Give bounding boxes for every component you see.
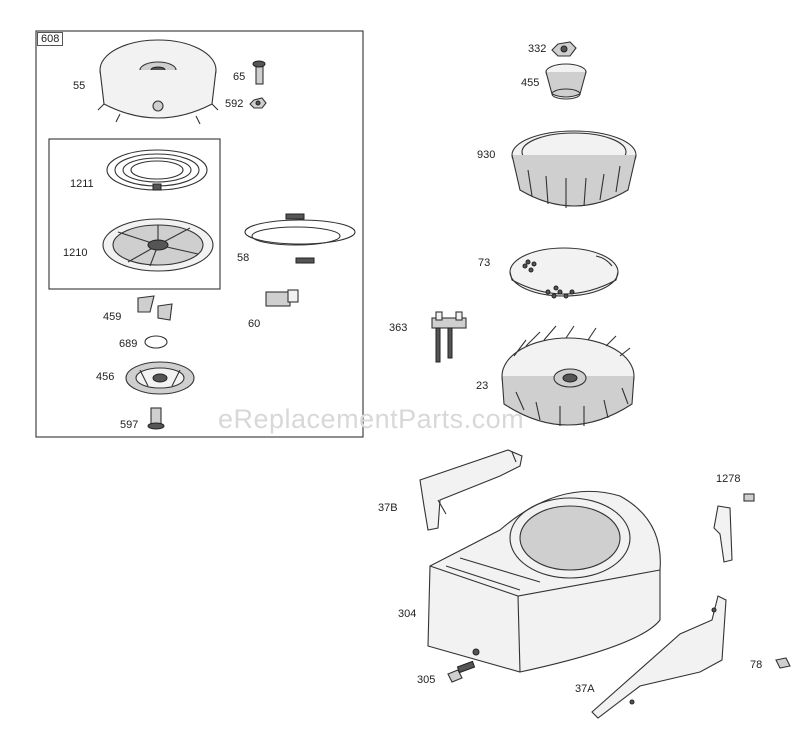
nut-592-drawing xyxy=(249,97,267,109)
cup-455-drawing xyxy=(545,63,587,100)
rope-handle-drawing xyxy=(265,289,299,307)
watermark: eReplacementParts.com xyxy=(218,404,525,434)
part-label-58: 58 xyxy=(237,252,250,264)
group-608-frame xyxy=(35,30,364,438)
nut-332-drawing xyxy=(551,41,577,57)
part-label-592: 592 xyxy=(225,98,244,110)
part-label-1210: 1210 xyxy=(63,247,88,259)
dog-459-drawing xyxy=(137,295,173,321)
starter-housing-drawing xyxy=(97,39,219,125)
part-label-304: 304 xyxy=(398,608,417,620)
part-label-1278: 1278 xyxy=(716,473,741,485)
part-label-23: 23 xyxy=(476,380,489,392)
retainer-689-drawing xyxy=(144,335,168,349)
part-label-65: 65 xyxy=(233,71,246,83)
blower-housing-drawing xyxy=(427,490,661,673)
rewind-spring-drawing xyxy=(106,149,208,191)
baffle-37B-drawing xyxy=(419,449,523,531)
bolt-65-drawing xyxy=(252,60,266,85)
screw-305-drawing xyxy=(447,660,476,683)
part-label-73: 73 xyxy=(478,257,491,269)
baffle-37A-drawing xyxy=(591,595,727,719)
flywheel-drawing xyxy=(501,325,635,426)
terminal-363-drawing xyxy=(431,311,467,363)
ratchet-456-drawing xyxy=(125,361,195,395)
part-label-37B: 37B xyxy=(378,502,398,514)
part-label-78: 78 xyxy=(750,659,763,671)
pulley-drawing xyxy=(102,218,214,272)
screw-78-drawing xyxy=(775,657,791,669)
part-label-60: 60 xyxy=(248,318,261,330)
part-label-55: 55 xyxy=(73,80,86,92)
group-608-label: 608 xyxy=(37,32,64,46)
screw-597-drawing xyxy=(147,407,165,430)
part-label-597: 597 xyxy=(120,419,139,431)
screen-73-drawing xyxy=(509,247,619,299)
bracket-1278-drawing xyxy=(713,493,755,563)
part-label-459: 459 xyxy=(103,311,122,323)
part-label-332: 332 xyxy=(528,43,547,55)
part-label-456: 456 xyxy=(96,371,115,383)
starter-rope-drawing xyxy=(244,213,356,264)
part-label-1211: 1211 xyxy=(70,178,94,190)
recoil-subgroup-frame xyxy=(48,138,221,290)
part-label-37A: 37A xyxy=(575,683,595,695)
part-label-455: 455 xyxy=(521,77,540,89)
part-label-305: 305 xyxy=(417,674,436,686)
part-label-689: 689 xyxy=(119,338,138,350)
screen-ring-drawing xyxy=(511,130,637,208)
part-label-363: 363 xyxy=(389,322,408,334)
part-label-930: 930 xyxy=(477,149,496,161)
